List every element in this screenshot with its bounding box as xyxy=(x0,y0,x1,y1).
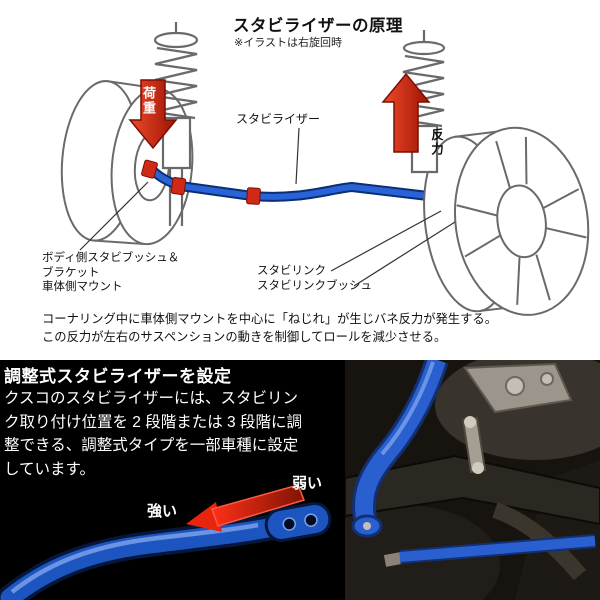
body-mount-label: 車体側マウント xyxy=(42,281,123,293)
strength-arrow-icon xyxy=(186,484,306,532)
load-arrow-icon xyxy=(128,79,178,150)
principle-description-line1: コーナリング中に車体側マウントを中心に「ねじれ」が生じバネ反力が発生する。 xyxy=(42,312,497,326)
bracket-label: ブラケット xyxy=(42,266,100,279)
right-wheel xyxy=(423,126,590,316)
product-photo-art xyxy=(345,360,600,600)
suspension-diagram xyxy=(60,22,590,316)
weak-label: 弱い xyxy=(292,475,323,492)
reaction-arrow-icon xyxy=(381,72,431,153)
principle-title: スタビライザーの原理 xyxy=(233,17,403,35)
adjustable-bar-illustration xyxy=(0,484,332,600)
adjustable-body: クスコのスタビライザーには、スタビリンク取り付け位置を 2 段階または 3 段階… xyxy=(4,390,302,478)
stabilizer-brackets xyxy=(141,159,261,205)
body-bush-labels: ボディ側スタビブッシュ＆ ブラケット 車体側マウント xyxy=(42,251,179,295)
principle-note: ※イラストは右旋回時 xyxy=(234,37,342,49)
adjustable-section: 調整式スタビライザーを設定 クスコのスタビライザーには、スタビリンク取り付け位置… xyxy=(0,360,600,600)
blue-bar-end xyxy=(0,502,332,600)
strong-label: 強い xyxy=(147,503,178,520)
body-bush-label: ボディ側スタビブッシュ＆ xyxy=(42,252,180,264)
stabi-link-bush-label: スタビリンクブッシュ xyxy=(257,279,372,292)
load-label: 荷重 xyxy=(141,86,156,116)
leader-lines xyxy=(79,127,456,287)
stabi-link-label: スタビリンク xyxy=(257,265,326,277)
stabilizer-label: スタビライザー xyxy=(236,112,321,126)
photo-link-rod xyxy=(383,416,596,567)
stabi-link-labels: スタビリンク スタビリンクブッシュ xyxy=(257,264,372,293)
reaction-label: 反力 xyxy=(429,128,443,157)
stabilizer-bar xyxy=(146,164,448,204)
photo-stabilizer-bar xyxy=(351,360,449,538)
product-photo xyxy=(345,360,600,600)
left-coil-spring xyxy=(153,22,199,226)
adjustable-title: 調整式スタビライザーを設定 xyxy=(4,367,232,386)
principle-description-line2: この反力が左右のサスペンションの動きを制御してロールを減少させる。 xyxy=(42,330,447,344)
principle-section: スタビライザーの原理 ※イラストは右旋回時 荷重 反力 スタビライザー ボディ側… xyxy=(42,17,590,344)
